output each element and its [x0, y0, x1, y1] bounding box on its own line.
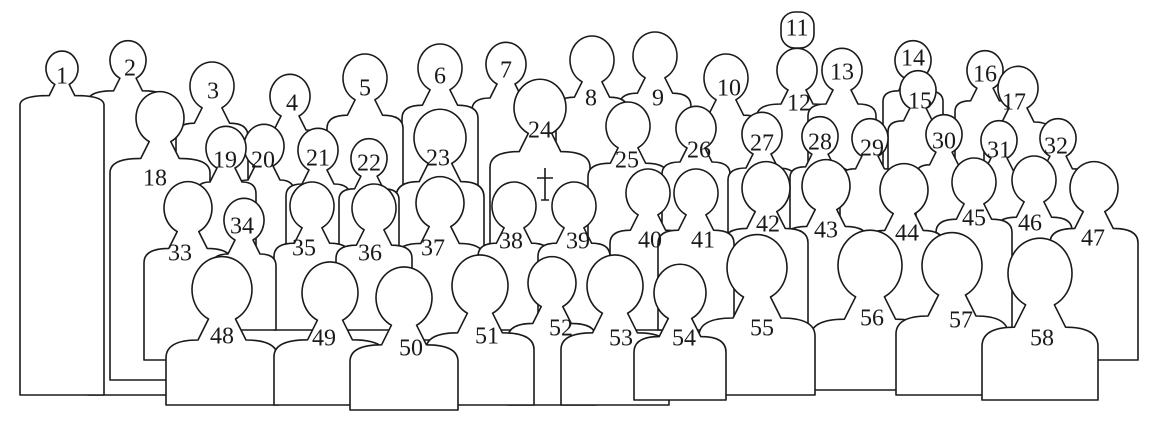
person-number-20: 20	[251, 148, 275, 174]
person-number-14: 14	[901, 46, 925, 72]
person-number-26: 26	[687, 138, 711, 164]
person-number-53: 53	[609, 326, 633, 352]
person-number-31: 31	[987, 138, 1011, 164]
person-number-3: 3	[207, 79, 219, 105]
person-number-15: 15	[908, 89, 932, 115]
person-number-16: 16	[973, 62, 997, 88]
person-number-8: 8	[585, 86, 597, 112]
person-number-7: 7	[500, 58, 512, 84]
person-number-47: 47	[1081, 226, 1105, 252]
person-number-35: 35	[292, 236, 316, 262]
person-number-4: 4	[286, 91, 298, 117]
person-number-13: 13	[830, 60, 854, 86]
person-number-33: 33	[168, 241, 192, 267]
person-number-44: 44	[895, 221, 919, 247]
person-number-40: 40	[638, 228, 662, 254]
person-number-46: 46	[1018, 211, 1042, 237]
person-number-27: 27	[750, 131, 774, 157]
person-number-22: 22	[357, 151, 381, 177]
person-number-23: 23	[426, 146, 450, 172]
person-number-9: 9	[652, 86, 664, 112]
person-number-11: 11	[785, 16, 808, 42]
person-number-56: 56	[860, 306, 884, 332]
person-number-32: 32	[1044, 134, 1068, 160]
person-number-37: 37	[421, 236, 445, 262]
person-number-25: 25	[615, 148, 639, 174]
person-number-24: 24	[528, 118, 552, 144]
person-number-18: 18	[143, 166, 167, 192]
person-number-38: 38	[499, 229, 523, 255]
person-number-19: 19	[213, 148, 237, 174]
person-number-41: 41	[691, 228, 715, 254]
person-number-28: 28	[808, 130, 832, 156]
person-number-1: 1	[56, 64, 68, 90]
person-number-39: 39	[566, 229, 590, 255]
person-number-55: 55	[750, 316, 774, 342]
person-number-42: 42	[756, 212, 780, 238]
person-number-45: 45	[962, 206, 986, 232]
person-number-52: 52	[549, 316, 573, 342]
person-number-36: 36	[358, 241, 382, 267]
person-number-10: 10	[717, 76, 741, 102]
person-number-58: 58	[1030, 326, 1054, 352]
person-number-54: 54	[672, 326, 696, 352]
person-number-48: 48	[210, 324, 234, 350]
person-number-50: 50	[399, 336, 423, 362]
person-number-29: 29	[860, 136, 884, 162]
person-number-30: 30	[932, 129, 956, 155]
person-number-43: 43	[814, 218, 838, 244]
person-number-6: 6	[434, 64, 446, 90]
person-number-34: 34	[230, 214, 254, 240]
person-outline-1	[20, 51, 104, 395]
person-number-57: 57	[949, 308, 973, 334]
person-number-17: 17	[1002, 90, 1026, 116]
person-number-5: 5	[359, 76, 371, 102]
person-number-49: 49	[312, 326, 336, 352]
person-number-21: 21	[306, 146, 330, 172]
person-number-2: 2	[124, 56, 136, 82]
person-number-12: 12	[787, 91, 811, 117]
person-number-51: 51	[475, 324, 499, 350]
